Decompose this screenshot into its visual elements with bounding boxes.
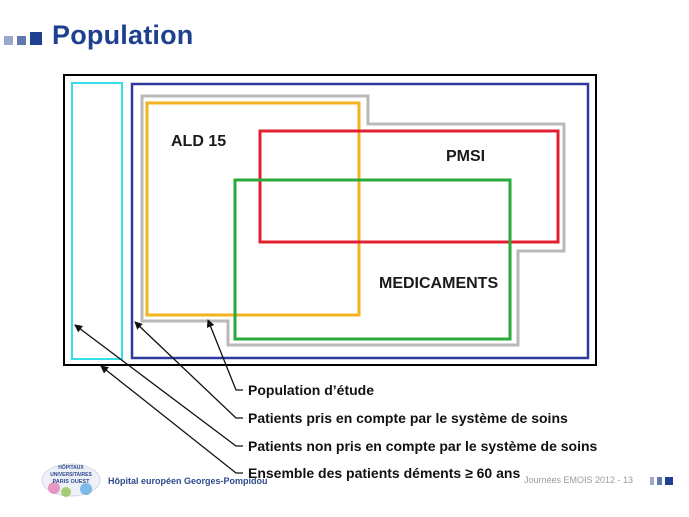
svg-text:HÔPITAUX: HÔPITAUX xyxy=(58,463,84,471)
callout-study-population: Population d’étude xyxy=(248,382,374,398)
frame-not-covered xyxy=(71,82,123,360)
footer-note: Journées EMOIS 2012 - 13 xyxy=(524,475,634,485)
set-ald xyxy=(145,101,361,317)
leader-line xyxy=(206,319,243,391)
slide-title: Population xyxy=(52,20,194,50)
leader-line xyxy=(100,365,243,474)
svg-text:UNIVERSITAIRES: UNIVERSITAIRES xyxy=(50,472,92,478)
callout-all-patients: Ensemble des patients déments ≥ 60 ans xyxy=(248,465,521,481)
footer-bullet-icon xyxy=(650,477,654,485)
label-medicaments: MEDICAMENTS xyxy=(379,275,499,292)
leader-line xyxy=(134,321,243,419)
callout-covered: Patients pris en compte par le système d… xyxy=(248,410,568,426)
label-ald: ALD 15 xyxy=(171,133,227,150)
frame-all-patients xyxy=(63,74,597,366)
hospital-logo: HÔPITAUX UNIVERSITAIRES PARIS OUEST xyxy=(41,463,101,497)
leader-line xyxy=(74,324,243,447)
set-medicaments xyxy=(233,178,512,341)
title-bullet-icon xyxy=(17,36,26,45)
callout-not-covered: Patients non pris en compte par le systè… xyxy=(248,438,598,454)
svg-text:PARIS OUEST: PARIS OUEST xyxy=(53,479,91,485)
label-pmsi: PMSI xyxy=(446,148,486,165)
footer-bullet-icon xyxy=(665,477,673,485)
frame-covered xyxy=(130,82,590,360)
hospital-name: Hôpital européen Georges-Pompidou xyxy=(108,476,268,486)
outline-study-population xyxy=(140,94,566,347)
set-pmsi xyxy=(258,129,560,244)
title-bullet-icon xyxy=(30,32,42,45)
footer-bullet-icon xyxy=(657,477,662,485)
title-bullet-icon xyxy=(4,36,13,45)
